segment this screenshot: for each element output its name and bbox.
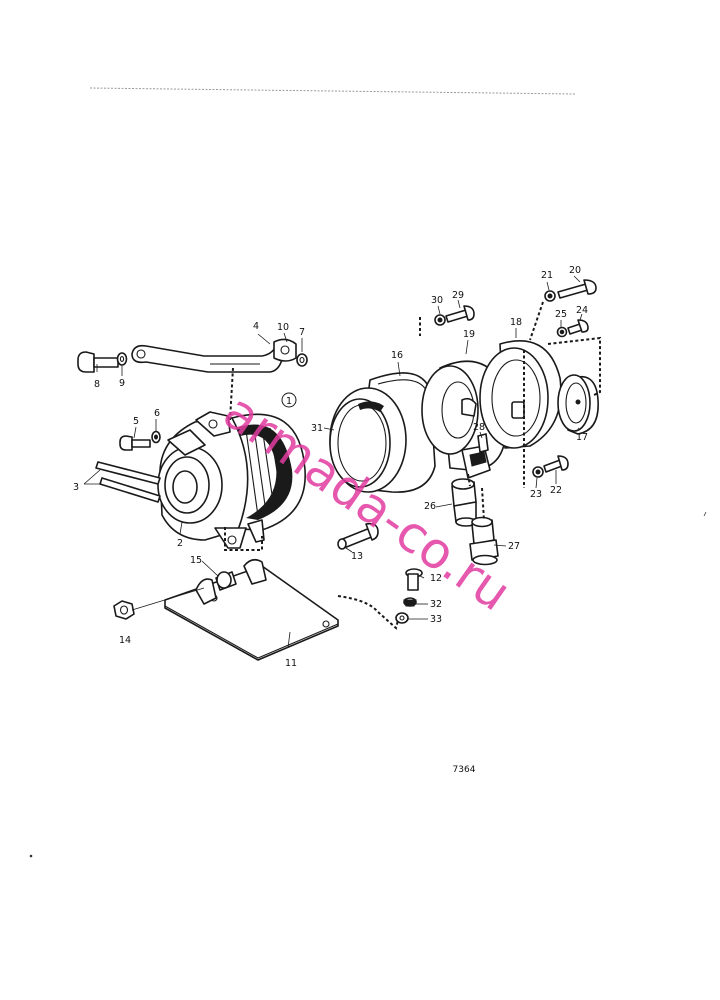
callout-30: 30	[431, 295, 443, 306]
adjusting-arm	[131, 341, 285, 373]
bolt-5	[119, 435, 151, 451]
alternator	[157, 411, 306, 549]
speck	[703, 511, 707, 517]
callout-13: 13	[351, 551, 363, 562]
callout-7: 7	[299, 327, 305, 338]
callout-26: 26	[424, 501, 436, 512]
washer-9	[116, 352, 128, 366]
callout-14: 14	[119, 635, 131, 646]
callout-11: 11	[285, 658, 297, 669]
fitting-27	[469, 516, 499, 566]
nut-7	[296, 353, 308, 367]
washer-6	[151, 430, 161, 444]
washer-30	[434, 314, 446, 326]
callout-9: 9	[119, 378, 125, 389]
callout-28: 28	[473, 422, 485, 433]
callout-24: 24	[576, 305, 588, 316]
assembly-paths	[224, 301, 601, 630]
screw-28	[477, 433, 489, 453]
washer-33	[395, 612, 409, 624]
callout-16: 16	[391, 350, 403, 361]
callout-10: 10	[277, 322, 289, 333]
seal-ring-31	[329, 398, 391, 488]
drawing-code: 7364	[453, 765, 476, 775]
callout-15: 15	[190, 555, 202, 566]
screw-29	[445, 305, 475, 323]
callout-17: 17	[576, 432, 588, 443]
callout-labels: 1 2 3 4 5 6 7 8 9 10 11 12 13 14 15 16 1…	[73, 265, 588, 669]
screw-20	[557, 279, 597, 299]
speck	[29, 854, 33, 858]
callout-22: 22	[550, 485, 562, 496]
callout-23: 23	[530, 489, 542, 500]
callout-18: 18	[510, 317, 522, 328]
washer-25	[556, 326, 568, 338]
nut-14	[113, 600, 135, 620]
screw-24	[567, 319, 589, 335]
spacer-15	[215, 571, 237, 591]
clamp-10	[273, 338, 297, 362]
callout-3: 3	[73, 482, 79, 493]
leader-lines	[83, 275, 583, 649]
pin-12	[405, 568, 423, 591]
callout-19: 19	[463, 329, 475, 340]
bolt-8	[77, 351, 119, 373]
callout-6: 6	[154, 408, 160, 419]
callout-29: 29	[452, 290, 464, 301]
callout-4: 4	[253, 321, 259, 332]
rods	[95, 461, 161, 503]
header-rule	[89, 87, 576, 95]
callout-20: 20	[569, 265, 581, 276]
washer-32	[403, 597, 417, 607]
mounting-plate-11	[164, 558, 339, 661]
screw-22	[543, 455, 569, 473]
callout-21: 21	[541, 270, 553, 281]
callout-31: 31	[311, 423, 323, 434]
callout-5: 5	[133, 416, 139, 427]
end-cap-17	[557, 374, 599, 435]
callout-32: 32	[430, 599, 442, 610]
callout-12: 12	[430, 573, 442, 584]
callout-25: 25	[555, 309, 567, 320]
washer-23	[532, 466, 544, 478]
callout-27: 27	[508, 541, 520, 552]
fitting-26	[451, 478, 477, 527]
callout-33: 33	[430, 614, 442, 625]
callout-8: 8	[94, 379, 100, 390]
callout-2: 2	[177, 538, 183, 549]
callout-1: 1	[286, 396, 292, 407]
outer-cover-18	[479, 340, 562, 449]
adapter-19	[421, 360, 506, 479]
washer-21	[544, 290, 556, 302]
bolt-13	[337, 522, 379, 550]
callout-1-circle	[281, 392, 297, 408]
